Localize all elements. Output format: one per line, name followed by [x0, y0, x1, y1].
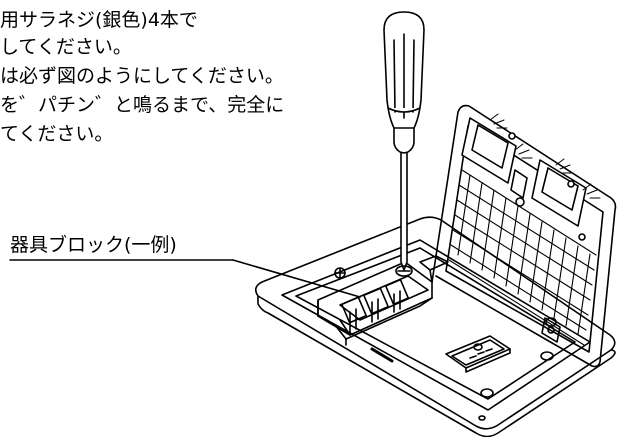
- bottom-connector: [445, 335, 511, 373]
- instruction-line-3: は必ず図のようにしてください。: [0, 65, 284, 87]
- instruction-line-4: を゛パチン゛と鳴るまで、完全に: [0, 94, 285, 116]
- screwdriver: [383, 11, 425, 271]
- screw: [395, 265, 413, 277]
- lid-tabs: [489, 113, 601, 199]
- floor-plate-outer: [254, 216, 616, 437]
- plate-screws: [334, 267, 557, 421]
- lid-grid: [448, 169, 597, 346]
- lid: [431, 104, 617, 368]
- brand-mark: [370, 347, 394, 363]
- callout-label: 器具ブロック(一例): [10, 234, 177, 256]
- instruction-line-1: 用サラネジ(銀色)4本で: [0, 9, 198, 31]
- lid-latch: [541, 317, 561, 343]
- instruction-line-5: てください。: [0, 123, 114, 145]
- lid-outlets: [461, 117, 587, 241]
- instruction-line-2: してください。: [0, 36, 132, 58]
